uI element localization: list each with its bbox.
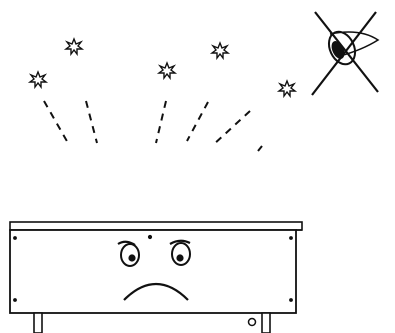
screw: [13, 298, 17, 302]
right-eye: [171, 242, 191, 266]
device-leg: [33, 312, 43, 333]
right-eyebrow: [169, 239, 191, 245]
sad-face-icon: [117, 239, 191, 301]
emission-line: [257, 145, 263, 152]
left-eye: [120, 243, 140, 267]
emission-line: [212, 110, 251, 146]
prohibited-sign-icon: [311, 11, 380, 96]
spark-icon: [209, 41, 231, 61]
spark-icon: [276, 79, 298, 99]
sparks-group: [27, 37, 298, 99]
emission-lines: [43, 100, 263, 152]
device-box-icon: [9, 221, 303, 333]
device-top-rim: [9, 221, 303, 231]
emission-line: [186, 101, 209, 142]
emission-line: [155, 100, 167, 144]
device-leg: [261, 312, 271, 333]
screw: [147, 234, 153, 240]
screw: [289, 298, 293, 302]
frown-mouth: [123, 282, 189, 301]
screw: [289, 236, 293, 240]
spark-icon: [27, 70, 49, 90]
screw: [13, 236, 17, 240]
spark-icon: [63, 37, 85, 57]
device-port: [247, 317, 257, 327]
device-body: [9, 229, 297, 314]
left-eyebrow: [117, 240, 136, 246]
spark-icon: [156, 61, 178, 81]
emission-line: [85, 100, 98, 144]
emission-line: [43, 100, 69, 144]
